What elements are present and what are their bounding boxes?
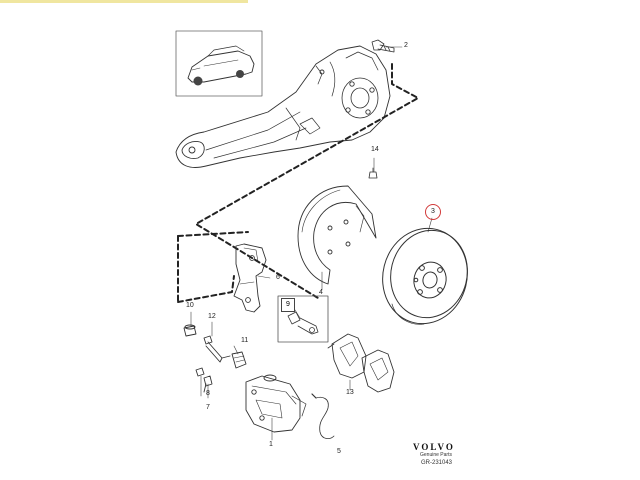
callout-6: 6 <box>276 274 280 281</box>
top-accent-bar <box>0 0 248 3</box>
trailing-arm <box>175 45 391 168</box>
callout-10: 10 <box>186 302 194 309</box>
brand-subtitle: Genuine Parts <box>420 452 452 458</box>
dashed-alignment-lines <box>177 63 419 303</box>
callout-8: 8 <box>206 390 210 397</box>
callout-7: 7 <box>206 404 210 411</box>
callout-14: 14 <box>371 146 379 153</box>
wear-sensor-5 <box>311 393 335 440</box>
brake-disc-3 <box>382 227 468 325</box>
callout-3-highlighted[interactable]: 3 <box>425 204 441 220</box>
callout-9: 9 <box>281 298 295 312</box>
boot-11 <box>231 351 247 369</box>
caliper-carrier-6 <box>233 243 267 313</box>
leader-lines <box>190 46 433 441</box>
guide-pin-kit-9 <box>277 295 329 343</box>
guide-pin-12 <box>203 335 231 363</box>
callout-13: 13 <box>346 389 354 396</box>
callout-1: 1 <box>269 441 273 448</box>
caliper-1 <box>245 374 307 433</box>
bolt-2 <box>371 39 395 53</box>
bushing-10 <box>183 324 197 337</box>
callout-12: 12 <box>208 313 216 320</box>
screw-14 <box>368 167 378 179</box>
brake-pads-13 <box>327 333 395 393</box>
bleeder-8 <box>203 375 213 393</box>
splash-shield-4 <box>297 185 377 285</box>
callout-2: 2 <box>404 42 408 49</box>
diagram-part-number: GR-231043 <box>421 460 453 466</box>
callout-5: 5 <box>337 448 341 455</box>
car-thumbnail <box>175 30 263 97</box>
brand-logo-text: VOLVO <box>413 442 455 452</box>
cap-7 <box>195 367 205 377</box>
callout-11: 11 <box>241 337 249 344</box>
callout-4: 4 <box>319 289 323 296</box>
